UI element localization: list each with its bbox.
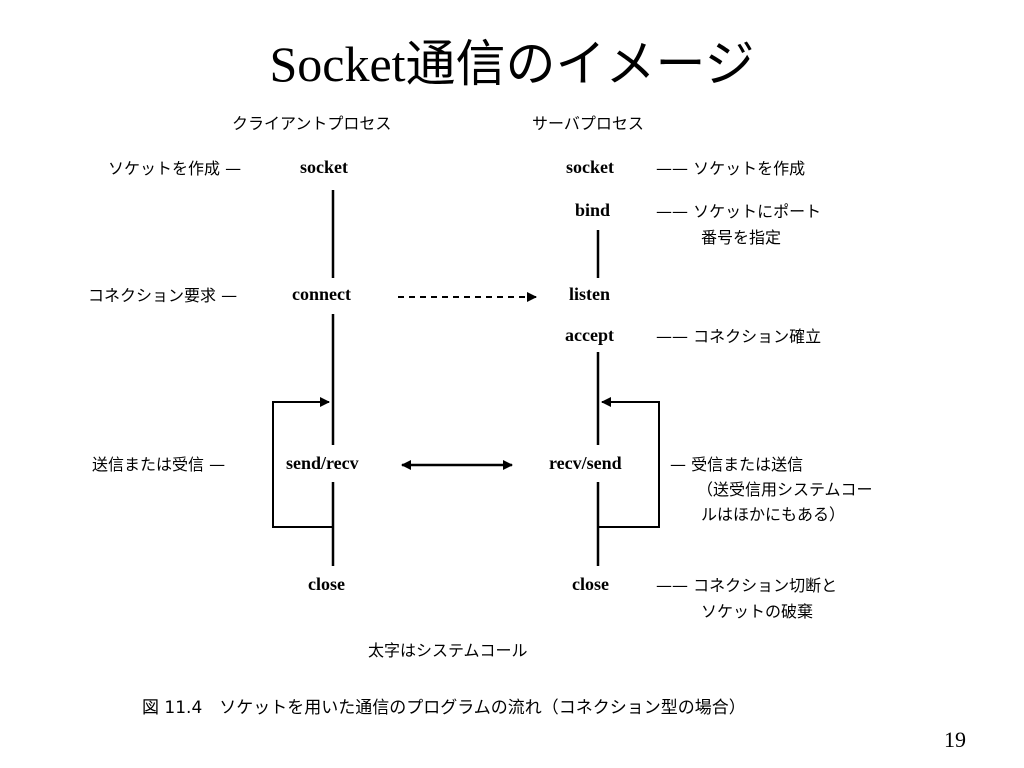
server-recv-send-note-line2: （送受信用システムコー (697, 480, 873, 499)
server-recv-send-note-line3: ルはほかにもある） (701, 505, 846, 524)
server-close-call: close (572, 574, 609, 594)
server-accept-call: accept (565, 325, 614, 345)
client-process-header: クライアントプロセス (232, 114, 392, 133)
slide-title: Socket通信のイメージ (269, 36, 755, 92)
client-send-recv-call: send/recv (286, 453, 359, 473)
server-listen-call: listen (569, 284, 611, 304)
client-connect-note: コネクション要求 — (88, 286, 238, 305)
server-bind-note-line2: 番号を指定 (701, 228, 782, 247)
server-bind-call: bind (575, 200, 611, 220)
server-close-note-line1: —— コネクション切断と (656, 576, 838, 595)
server-socket-note: —— ソケットを作成 (656, 159, 806, 178)
server-bind-note-line1: —— ソケットにポート (656, 202, 822, 221)
bold-legend-note: 太字はシステムコール (368, 641, 528, 660)
server-recv-send-note-line1: — 受信または送信 (670, 455, 804, 474)
server-close-note-line2: ソケットの破棄 (701, 602, 814, 621)
server-process-header: サーバプロセス (532, 114, 644, 133)
client-loop-arrow (272, 397, 333, 528)
server-recv-send-call: recv/send (549, 453, 622, 473)
client-connect-call: connect (292, 284, 351, 304)
client-close-call: close (308, 574, 345, 594)
client-socket-call: socket (300, 157, 348, 177)
server-accept-note: —— コネクション確立 (656, 327, 822, 346)
server-loop-arrow (598, 397, 660, 528)
client-socket-note: ソケットを作成 — (108, 159, 242, 178)
figure-caption: 図 11.4 ソケットを用いた通信のプログラムの流れ（コネクション型の場合） (142, 698, 746, 718)
client-send-recv-note: 送信または受信 — (92, 455, 226, 474)
server-socket-call: socket (566, 157, 614, 177)
page-number: 19 (944, 727, 966, 752)
